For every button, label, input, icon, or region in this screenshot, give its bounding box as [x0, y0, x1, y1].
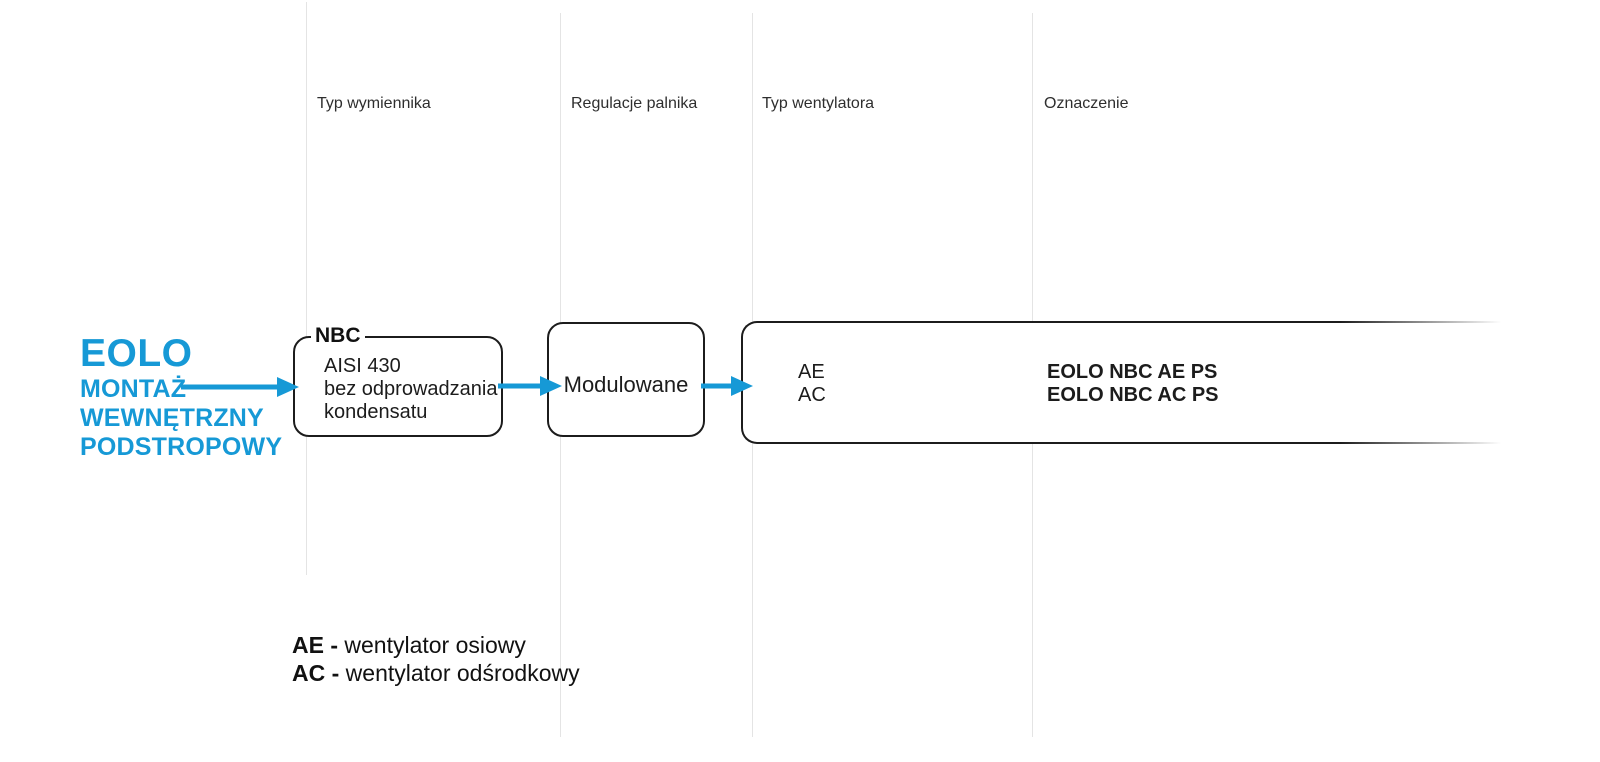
column-divider-line	[306, 2, 307, 575]
fan-type-item: AC	[798, 384, 826, 406]
arrow-right-icon	[701, 376, 753, 396]
fan-type-item: AE	[798, 361, 825, 383]
designation-list: EOLO NBC AE PS EOLO NBC AC PS	[1047, 361, 1219, 407]
abbreviation-legend: AE - wentylator osiowy AC - wentylator o…	[292, 631, 580, 687]
burner-regulation-label: Modulowane	[563, 371, 689, 397]
legend-row: AE - wentylator osiowy	[292, 631, 580, 659]
legend-text: wentylator osiowy	[344, 632, 526, 658]
column-header-burner-regulation: Regulacje palnika	[571, 95, 698, 112]
burner-regulation-box: Modulowane	[547, 322, 705, 437]
legend-row: AC - wentylator odśrodkowy	[292, 659, 580, 687]
column-header-designation: Oznaczenie	[1044, 95, 1129, 112]
product-subtitle-line: PODSTROPOWY	[80, 433, 283, 461]
product-subtitle-line: MONTAŻ	[80, 375, 187, 403]
legend-code: AC -	[292, 660, 340, 686]
exchanger-detail-line: bez odprowadzania	[324, 378, 498, 400]
fan-type-list: AE AC	[798, 361, 826, 407]
product-subtitle-line: WEWNĘTRZNY	[80, 404, 264, 432]
right-edge-fade	[1340, 310, 1600, 456]
legend-text: wentylator odśrodkowy	[345, 660, 580, 686]
column-header-fan-type: Typ wentylatora	[762, 95, 875, 112]
designation-item: EOLO NBC AE PS	[1047, 361, 1218, 383]
exchanger-detail-line: kondensatu	[324, 401, 428, 423]
exchanger-type-box: NBC AISI 430 bez odprowadzania kondensat…	[293, 325, 503, 437]
exchanger-tag: NBC	[311, 325, 365, 347]
column-header-exchanger-type: Typ wymiennika	[317, 95, 431, 112]
product-title-block: EOLO MONTAŻ WEWNĘTRZNY PODSTROPOWY	[80, 333, 282, 462]
exchanger-detail-line: AISI 430	[324, 355, 401, 377]
product-name: EOLO	[80, 332, 193, 375]
legend-code: AE -	[292, 632, 338, 658]
arrow-right-icon	[498, 376, 562, 396]
arrow-right-icon	[181, 377, 299, 397]
designation-item: EOLO NBC AC PS	[1047, 384, 1219, 406]
